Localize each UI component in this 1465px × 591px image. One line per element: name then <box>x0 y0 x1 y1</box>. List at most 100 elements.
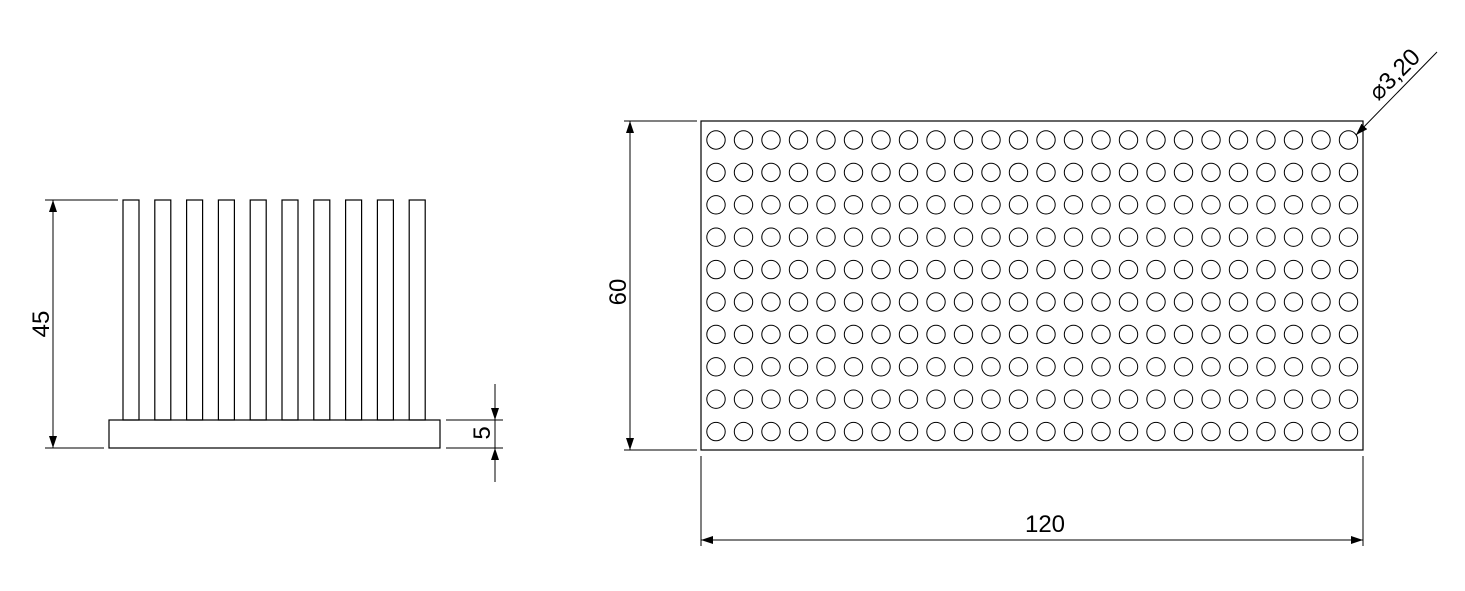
hole <box>761 130 781 150</box>
hole <box>1201 389 1221 409</box>
hole <box>926 259 946 280</box>
hole <box>1063 130 1084 150</box>
hole <box>1091 421 1111 442</box>
hole <box>1173 162 1194 183</box>
hole <box>761 421 781 442</box>
hole <box>1173 292 1194 312</box>
hole <box>926 389 946 409</box>
hole <box>953 259 974 280</box>
hole <box>816 195 836 215</box>
height-dimension: 45 <box>28 199 118 449</box>
hole <box>953 227 974 247</box>
hole <box>926 357 946 377</box>
plate-height-label: 60 <box>605 279 632 306</box>
hole <box>816 421 836 442</box>
hole <box>1008 324 1029 345</box>
hole <box>1228 227 1249 247</box>
hole <box>1063 195 1084 215</box>
hole <box>1338 389 1359 409</box>
hole <box>871 389 891 409</box>
hole <box>926 195 946 215</box>
hole <box>926 421 946 442</box>
hole <box>733 389 754 409</box>
hole <box>788 421 809 442</box>
hole <box>816 292 836 312</box>
hole <box>1036 421 1056 442</box>
hole <box>1036 195 1056 215</box>
hole <box>706 292 726 312</box>
hole <box>816 130 836 150</box>
base-thickness-dimension: 5 <box>446 384 503 482</box>
hole <box>1283 421 1304 442</box>
hole <box>1036 357 1056 377</box>
hole <box>1036 227 1056 247</box>
leader-line <box>1355 51 1438 136</box>
hole <box>1338 259 1359 280</box>
hole <box>1008 162 1029 183</box>
hole <box>1063 227 1084 247</box>
hole <box>1036 324 1056 345</box>
fin <box>249 199 267 421</box>
hole <box>1008 227 1029 247</box>
hole <box>898 195 919 215</box>
hole <box>1201 421 1221 442</box>
fin <box>122 199 140 421</box>
hole <box>1063 389 1084 409</box>
hole <box>981 259 1001 280</box>
hole <box>1118 292 1139 312</box>
hole <box>871 162 891 183</box>
hole <box>843 292 864 312</box>
hole <box>898 421 919 442</box>
hole <box>1256 162 1276 183</box>
hole <box>871 259 891 280</box>
hole <box>1063 292 1084 312</box>
hole <box>706 130 726 150</box>
hole <box>843 389 864 409</box>
hole <box>706 421 726 442</box>
hole <box>1338 421 1359 442</box>
hole <box>788 130 809 150</box>
hole <box>1338 324 1359 345</box>
hole <box>1063 324 1084 345</box>
hole <box>926 324 946 345</box>
hole <box>1311 195 1331 215</box>
hole <box>1063 421 1084 442</box>
hole <box>1256 130 1276 150</box>
hole <box>1311 162 1331 183</box>
fins <box>122 199 426 421</box>
hole <box>953 389 974 409</box>
hole <box>1091 130 1111 150</box>
hole <box>1173 130 1194 150</box>
hole <box>1146 227 1166 247</box>
hole <box>816 259 836 280</box>
hole <box>1146 421 1166 442</box>
hole <box>1256 227 1276 247</box>
hole <box>733 357 754 377</box>
hole <box>843 162 864 183</box>
hole <box>1228 130 1249 150</box>
hole <box>898 292 919 312</box>
hole <box>1201 195 1221 215</box>
hole <box>1283 227 1304 247</box>
hole <box>788 389 809 409</box>
hole <box>981 421 1001 442</box>
fin <box>345 199 363 421</box>
fin <box>186 199 204 421</box>
hole <box>1063 357 1084 377</box>
hole <box>1283 195 1304 215</box>
side-view: 45 5 <box>28 199 503 482</box>
plate-outline <box>700 120 1364 451</box>
hole <box>843 324 864 345</box>
hole <box>733 421 754 442</box>
hole <box>1091 162 1111 183</box>
hole <box>733 227 754 247</box>
hole <box>926 162 946 183</box>
hole <box>816 389 836 409</box>
hole <box>1146 324 1166 345</box>
hole <box>843 130 864 150</box>
hole <box>788 259 809 280</box>
hole <box>843 357 864 377</box>
hole <box>816 162 836 183</box>
hole <box>1173 195 1194 215</box>
